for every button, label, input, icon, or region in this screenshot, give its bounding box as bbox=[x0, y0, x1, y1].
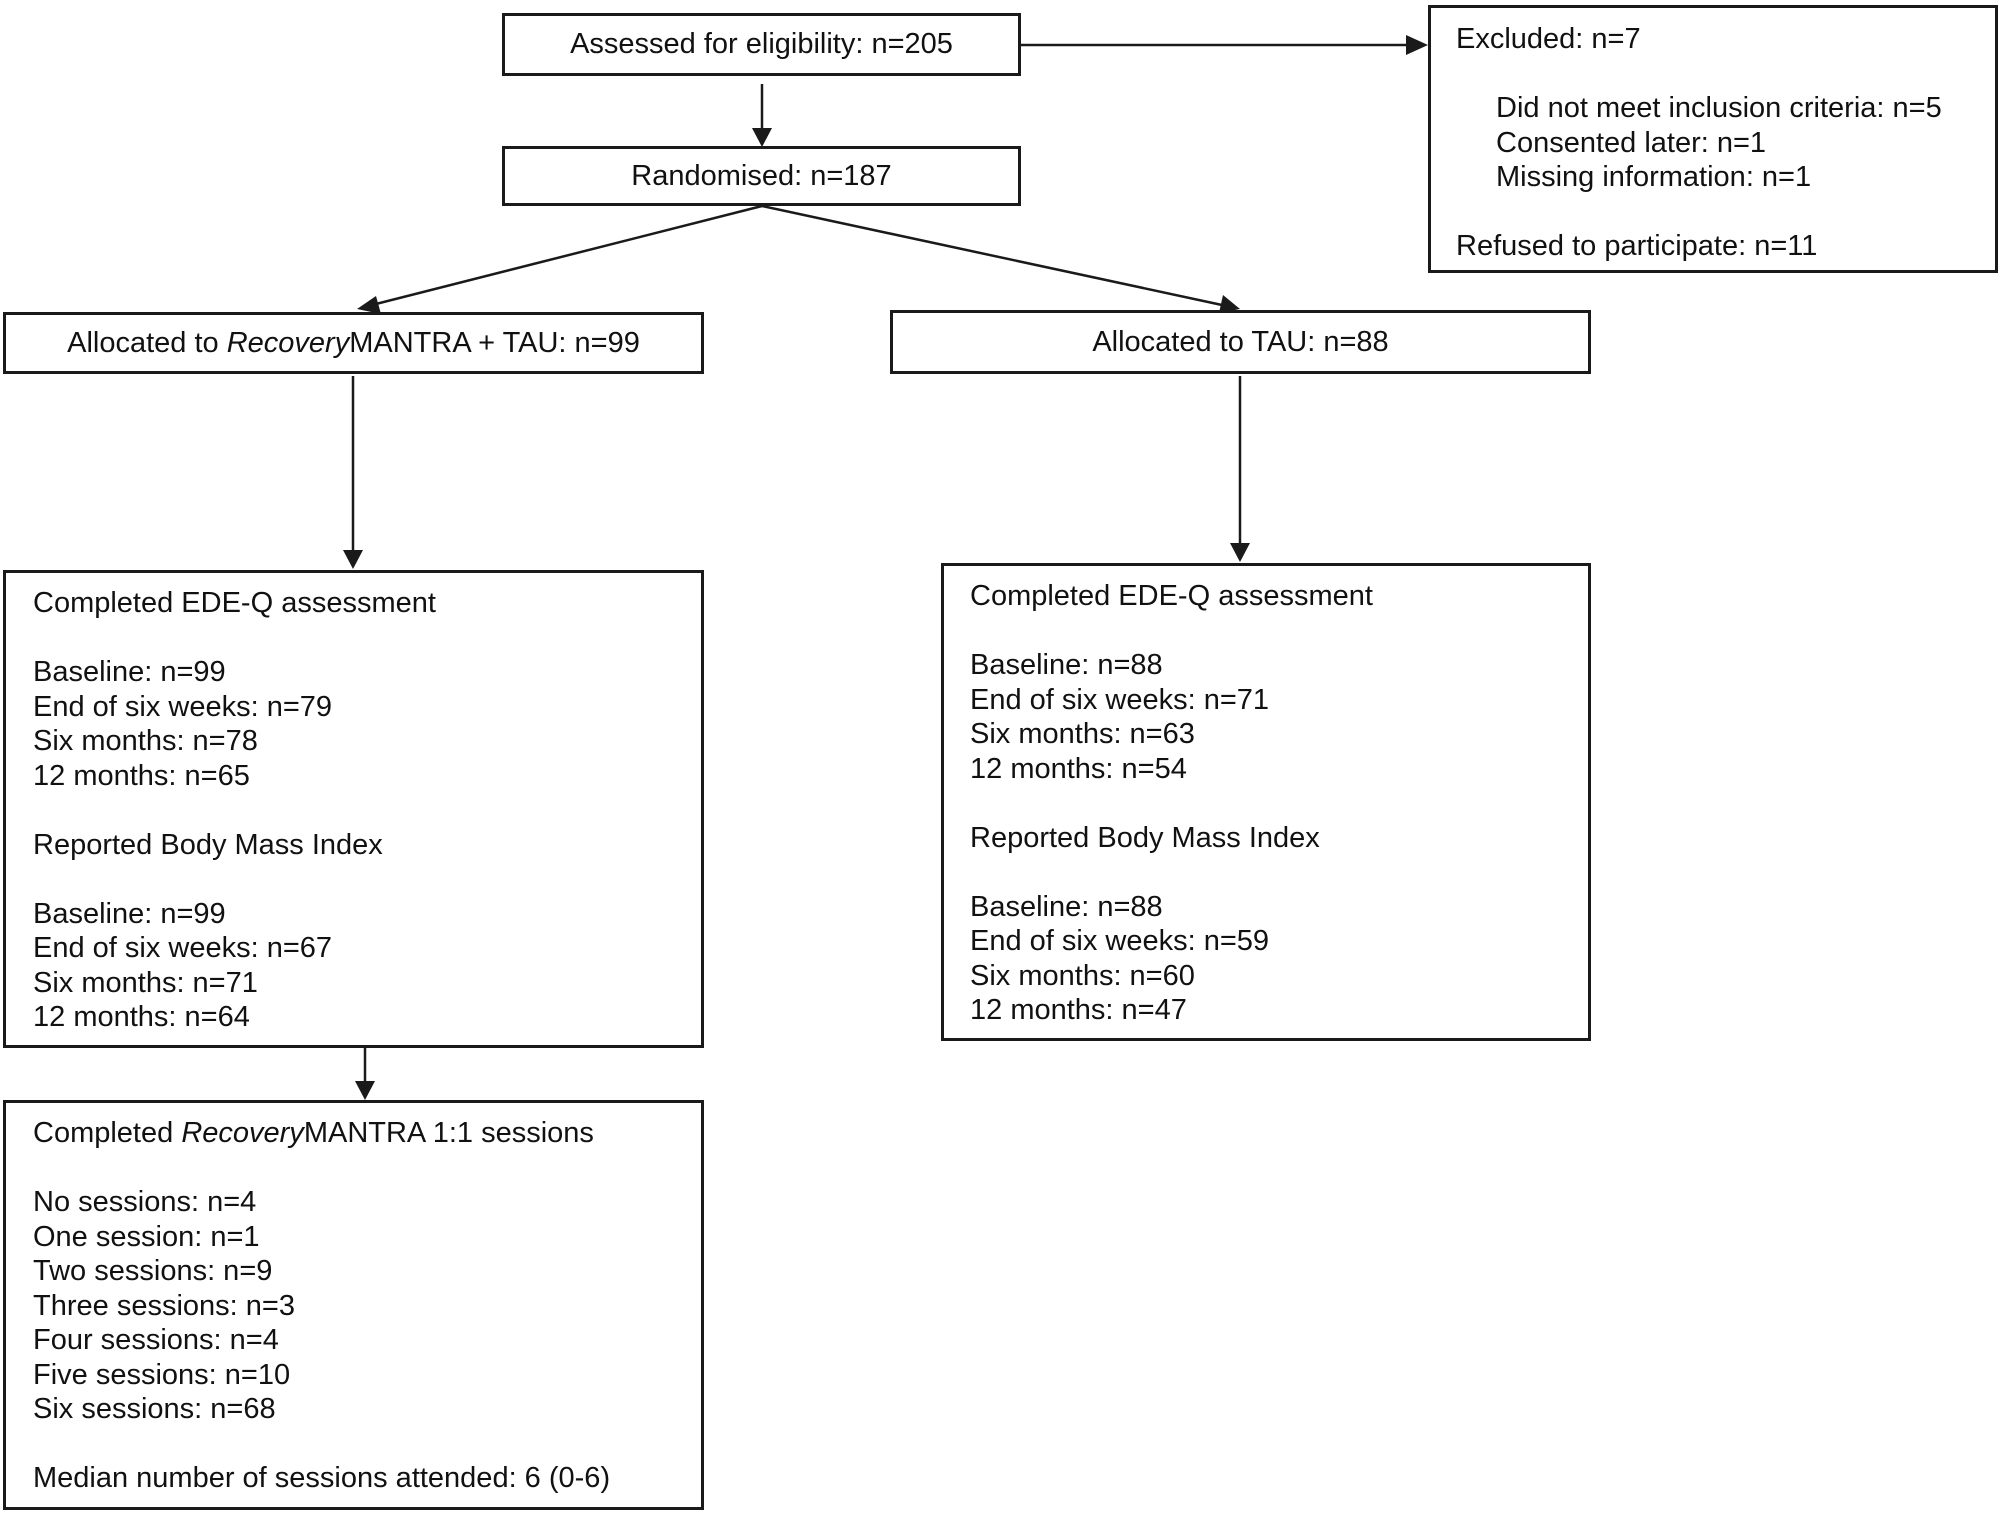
allocation-intervention-label: Allocated to RecoveryMANTRA + TAU: n=99 bbox=[67, 326, 640, 359]
arrowhead-tau-edeq bbox=[1230, 543, 1250, 562]
intervention-bmi-12-months: 12 months: n=64 bbox=[33, 1001, 250, 1033]
tau-bmi-six-months: Six months: n=60 bbox=[970, 959, 1195, 992]
arrowhead-sessions bbox=[355, 1081, 375, 1100]
allocation-tau-box: Allocated to TAU: n=88 bbox=[890, 310, 1591, 374]
tau-edeq-six-months: Six months: n=63 bbox=[970, 718, 1195, 750]
tau-edeq-six-weeks: End of six weeks: n=71 bbox=[970, 683, 1270, 716]
intervention-edeq-six-weeks: End of six weeks: n=79 bbox=[33, 690, 333, 723]
sessions-item-two: Two sessions: n=9 bbox=[33, 1255, 273, 1287]
assessed-label: Assessed for eligibility: n=205 bbox=[570, 28, 953, 61]
allocation-intervention-box: Allocated to RecoveryMANTRA + TAU: n=99 bbox=[3, 312, 704, 374]
intervention-edeq-title: Completed EDE-Q assessment bbox=[33, 587, 436, 619]
excluded-title: Excluded: n=7 bbox=[1456, 23, 1641, 55]
sessions-item-three: Three sessions: n=3 bbox=[33, 1289, 295, 1322]
arrow-randomised-to-intervention bbox=[371, 204, 763, 307]
randomised-box: Randomised: n=187 bbox=[502, 146, 1021, 206]
sessions-item-five: Five sessions: n=10 bbox=[33, 1358, 291, 1391]
arrowhead-intervention-edeq bbox=[343, 550, 363, 569]
refused-label: Refused to participate: n=11 bbox=[1456, 230, 1818, 262]
tau-edeq-title: Completed EDE-Q assessment bbox=[970, 580, 1373, 612]
assessed-box: Assessed for eligibility: n=205 bbox=[502, 13, 1021, 76]
arrowhead-randomised bbox=[752, 128, 772, 147]
excluded-item-consented: Consented later: n=1 bbox=[1496, 126, 1767, 159]
intervention-bmi-title: Reported Body Mass Index bbox=[33, 828, 383, 861]
sessions-box: Completed RecoveryMANTRA 1:1 sessions No… bbox=[3, 1100, 704, 1510]
intervention-edeq-six-months: Six months: n=78 bbox=[33, 725, 258, 757]
randomised-label: Randomised: n=187 bbox=[631, 159, 892, 192]
tau-bmi-title: Reported Body Mass Index bbox=[970, 821, 1320, 854]
intervention-bmi-six-weeks: End of six weeks: n=67 bbox=[33, 932, 333, 964]
arrowhead-intervention bbox=[357, 296, 381, 314]
tau-bmi-six-weeks: End of six weeks: n=59 bbox=[970, 925, 1270, 957]
arrowhead-excluded bbox=[1406, 35, 1428, 55]
intervention-edeq-baseline: Baseline: n=99 bbox=[33, 656, 226, 688]
sessions-item-none: No sessions: n=4 bbox=[33, 1186, 257, 1218]
arrow-randomised-to-tau bbox=[761, 204, 1223, 307]
tau-edeq-baseline: Baseline: n=88 bbox=[970, 649, 1163, 681]
sessions-item-six: Six sessions: n=68 bbox=[33, 1393, 276, 1425]
excluded-item-missing: Missing information: n=1 bbox=[1496, 161, 1812, 193]
intervention-bmi-baseline: Baseline: n=99 bbox=[33, 897, 226, 930]
tau-bmi-12-months: 12 months: n=47 bbox=[970, 994, 1187, 1026]
intervention-bmi-six-months: Six months: n=71 bbox=[33, 966, 258, 999]
excluded-box: Excluded: n=7 Did not meet inclusion cri… bbox=[1428, 5, 1998, 273]
tau-followup-box: Completed EDE-Q assessment Baseline: n=8… bbox=[941, 563, 1591, 1041]
tau-bmi-baseline: Baseline: n=88 bbox=[970, 890, 1163, 923]
sessions-item-one: One session: n=1 bbox=[33, 1220, 260, 1253]
allocation-tau-label: Allocated to TAU: n=88 bbox=[1092, 325, 1389, 358]
sessions-title: Completed RecoveryMANTRA 1:1 sessions bbox=[33, 1117, 594, 1149]
sessions-median: Median number of sessions attended: 6 (0… bbox=[33, 1462, 611, 1494]
tau-edeq-12-months: 12 months: n=54 bbox=[970, 752, 1187, 785]
arrowhead-tau bbox=[1219, 295, 1240, 313]
sessions-item-four: Four sessions: n=4 bbox=[33, 1324, 279, 1356]
excluded-item-inclusion: Did not meet inclusion criteria: n=5 bbox=[1496, 92, 1942, 124]
intervention-edeq-12-months: 12 months: n=65 bbox=[33, 759, 250, 792]
intervention-followup-box: Completed EDE-Q assessment Baseline: n=9… bbox=[3, 570, 704, 1048]
